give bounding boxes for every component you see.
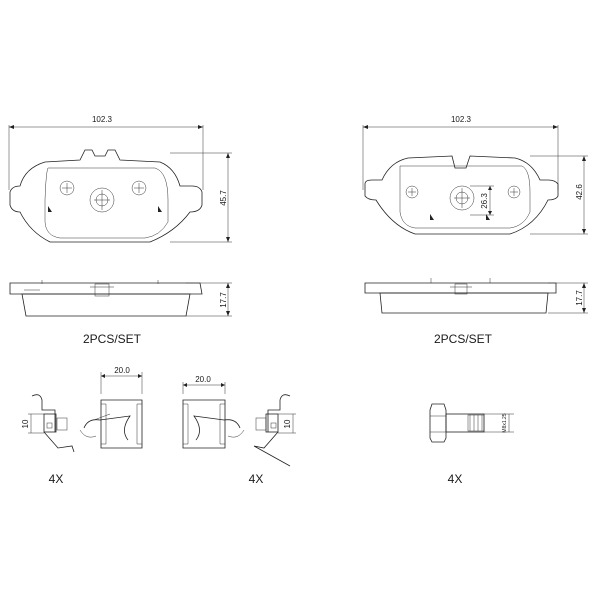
left-pad-height-dim: 45.7: [219, 190, 228, 206]
clips-left-qty-label: 4X: [49, 472, 64, 486]
clips-right-qty-label: 4X: [249, 472, 264, 486]
right-pad-front-view: 102.3 26.3 42.6: [362, 115, 588, 235]
right-pad-outline: [364, 155, 559, 235]
left-pad-thickness-dim: 17.7: [219, 292, 228, 308]
left-pad-qty-label: 2PCS/SET: [83, 332, 142, 346]
clip-left-width-dim: 20.0: [114, 366, 130, 375]
bolt-thread-dim: M8x1.25: [502, 413, 508, 432]
clip-right-height-dim: 10: [283, 419, 292, 428]
right-pad-height-dim: 42.6: [575, 184, 584, 200]
clip-right-large: 20.0: [182, 375, 245, 449]
clip-right-width-dim: 20.0: [195, 375, 211, 384]
right-pad-qty-label: 2PCS/SET: [434, 332, 493, 346]
bolt-qty-label: 4X: [448, 472, 463, 486]
left-pad-width-dim: 102.3: [92, 115, 113, 124]
clip-left-large: 20.0: [79, 366, 143, 449]
left-pad-outline: [9, 149, 203, 243]
right-pad-width-dim: 102.3: [451, 115, 472, 124]
left-pad-front-view: 102.3 45.7: [8, 115, 232, 243]
clip-left-height-dim: 10: [21, 419, 30, 428]
right-pad-side-view: 17.7: [364, 278, 588, 314]
clip-right-small: 10: [253, 394, 296, 467]
right-pad-hole-dim: 26.3: [480, 193, 489, 209]
left-pad-side-view: 17.7: [9, 280, 232, 317]
clip-left-small: 10: [21, 394, 75, 453]
right-pad-thickness-dim: 17.7: [575, 290, 584, 306]
bolt-drawing: M8x1.25: [429, 403, 514, 443]
